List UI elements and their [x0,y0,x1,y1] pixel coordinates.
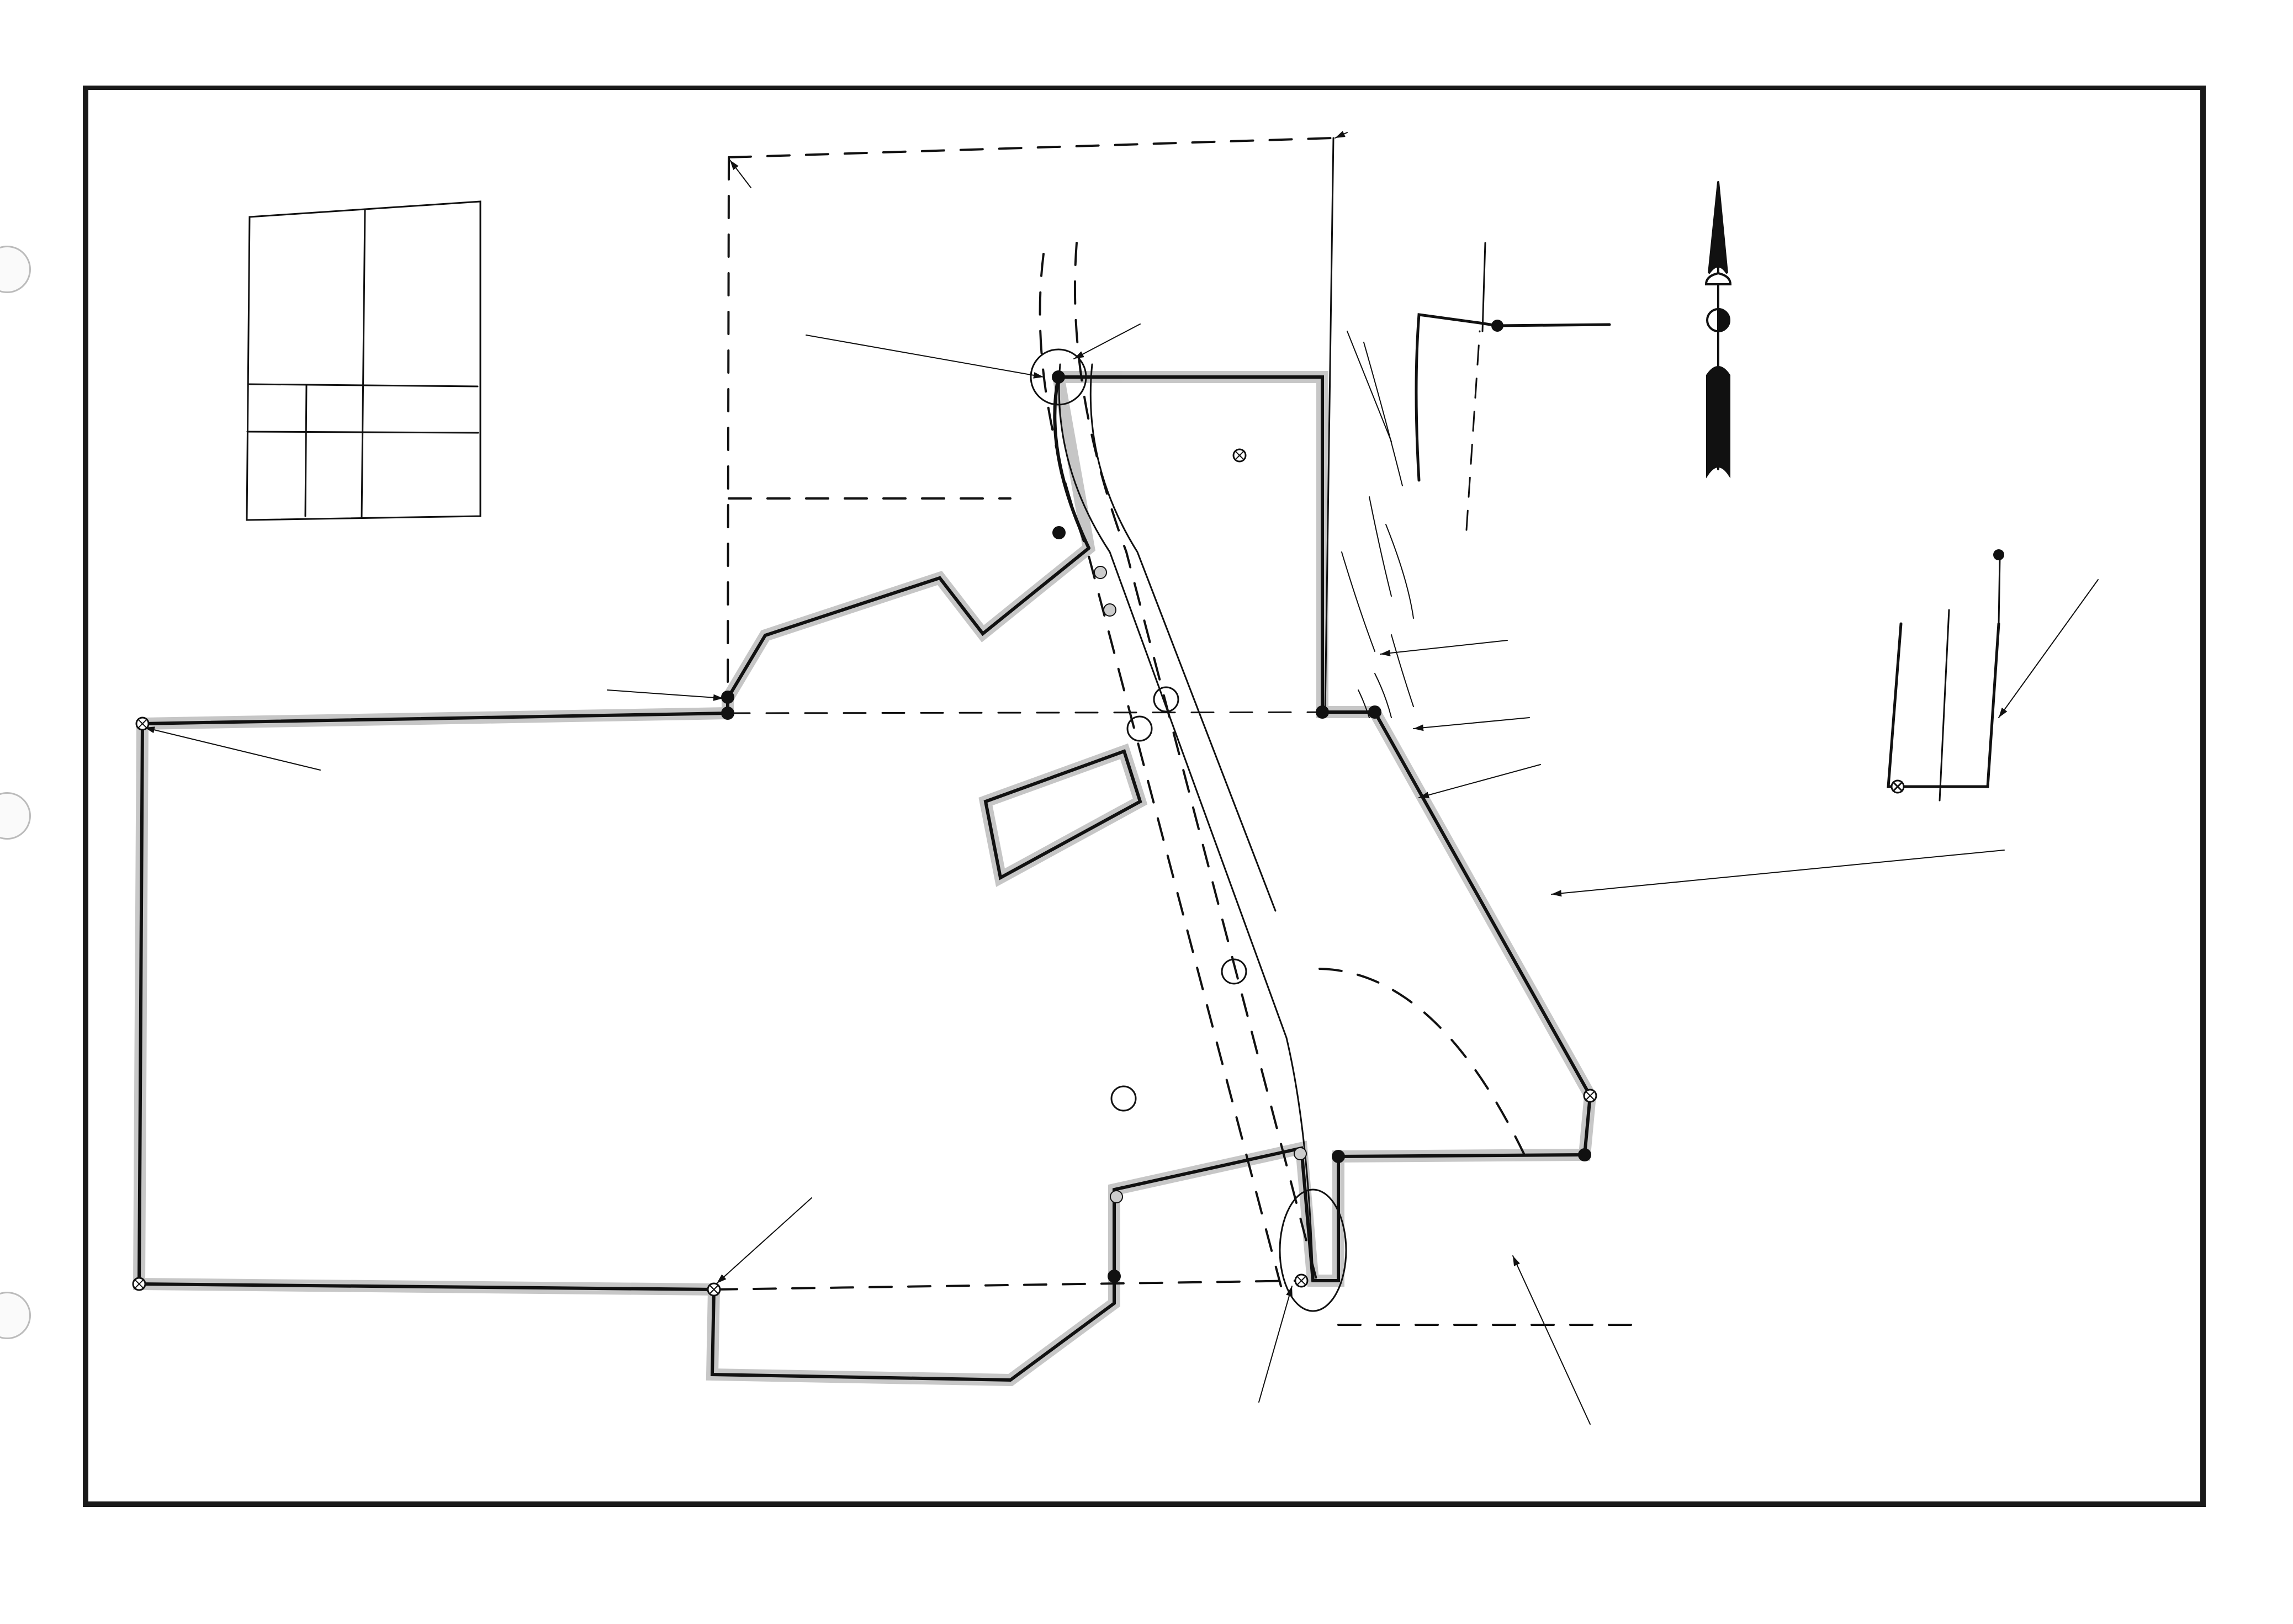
river-bank-hatch [1341,331,1414,718]
section-17-diagram [246,200,481,521]
highway-lines [727,137,1376,1282]
dashed-lines [714,137,1641,1326]
sheet-border [83,86,2206,1507]
boundary-lines [137,375,1592,1382]
north-arrow [1704,181,1732,479]
detail-a-drawing [1415,242,1611,531]
monument-symbols [132,370,1597,1297]
boundary-highlight [133,371,1597,1387]
detail-a-circle [1030,348,1087,406]
detail-b-circle [1279,1188,1347,1312]
detail-b-drawing [1887,556,2001,802]
